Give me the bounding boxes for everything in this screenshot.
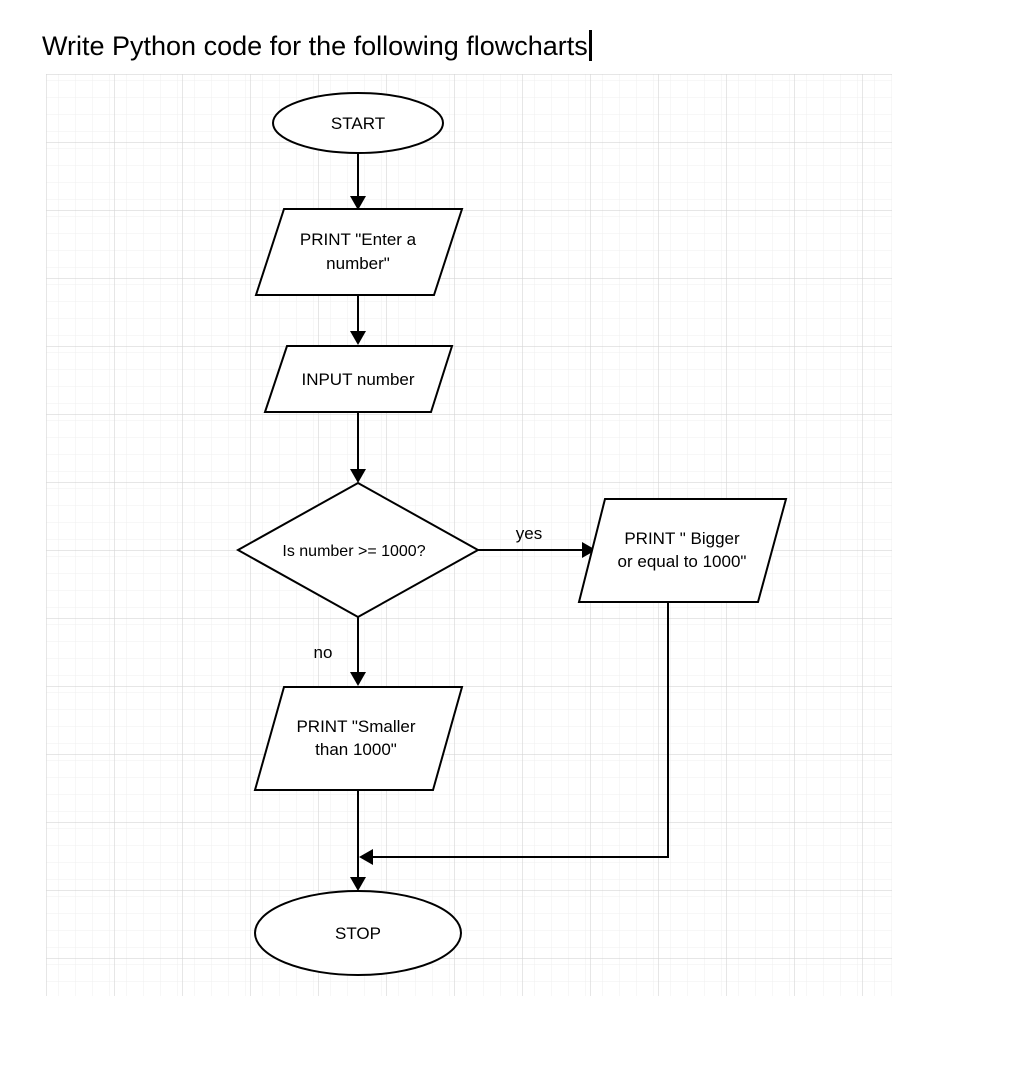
connector-start-to-print (350, 153, 366, 210)
connector-smaller-to-stop (350, 790, 366, 891)
connector-print-to-input (350, 295, 366, 345)
print-prompt-io: PRINT "Enter a number" (254, 208, 464, 296)
decision-label: Is number >= 1000? (282, 543, 425, 560)
print-bigger-line-1: PRINT " Bigger (624, 529, 740, 548)
stop-label: STOP (335, 924, 381, 943)
connector-decision-yes (478, 542, 596, 558)
input-label: INPUT number (301, 370, 414, 389)
print-smaller-line-2: than 1000" (315, 740, 397, 759)
start-terminal: START (272, 92, 444, 154)
print-smaller-line-1: PRINT "Smaller (296, 717, 415, 736)
print-smaller-io: PRINT "Smaller than 1000" (253, 686, 464, 791)
print-prompt-line-2: number" (326, 254, 390, 273)
no-branch-label: no (314, 643, 333, 662)
connector-decision-no (350, 617, 366, 686)
print-bigger-io: PRINT " Bigger or equal to 1000" (577, 498, 788, 603)
text-cursor (588, 30, 592, 61)
connector-bigger-to-stop (359, 602, 669, 865)
stop-terminal: STOP (254, 890, 462, 976)
print-bigger-line-2: or equal to 1000" (618, 552, 747, 571)
print-prompt-line-1: PRINT "Enter a (300, 230, 417, 249)
heading-text: Write Python code for the following flow… (42, 31, 588, 61)
yes-branch-label: yes (516, 524, 542, 543)
connector-input-to-decision (350, 412, 366, 483)
decision-diamond: Is number >= 1000? (235, 481, 481, 619)
input-number-io: INPUT number (263, 345, 454, 413)
start-label: START (331, 114, 385, 133)
page-heading: Write Python code for the following flow… (42, 30, 592, 62)
